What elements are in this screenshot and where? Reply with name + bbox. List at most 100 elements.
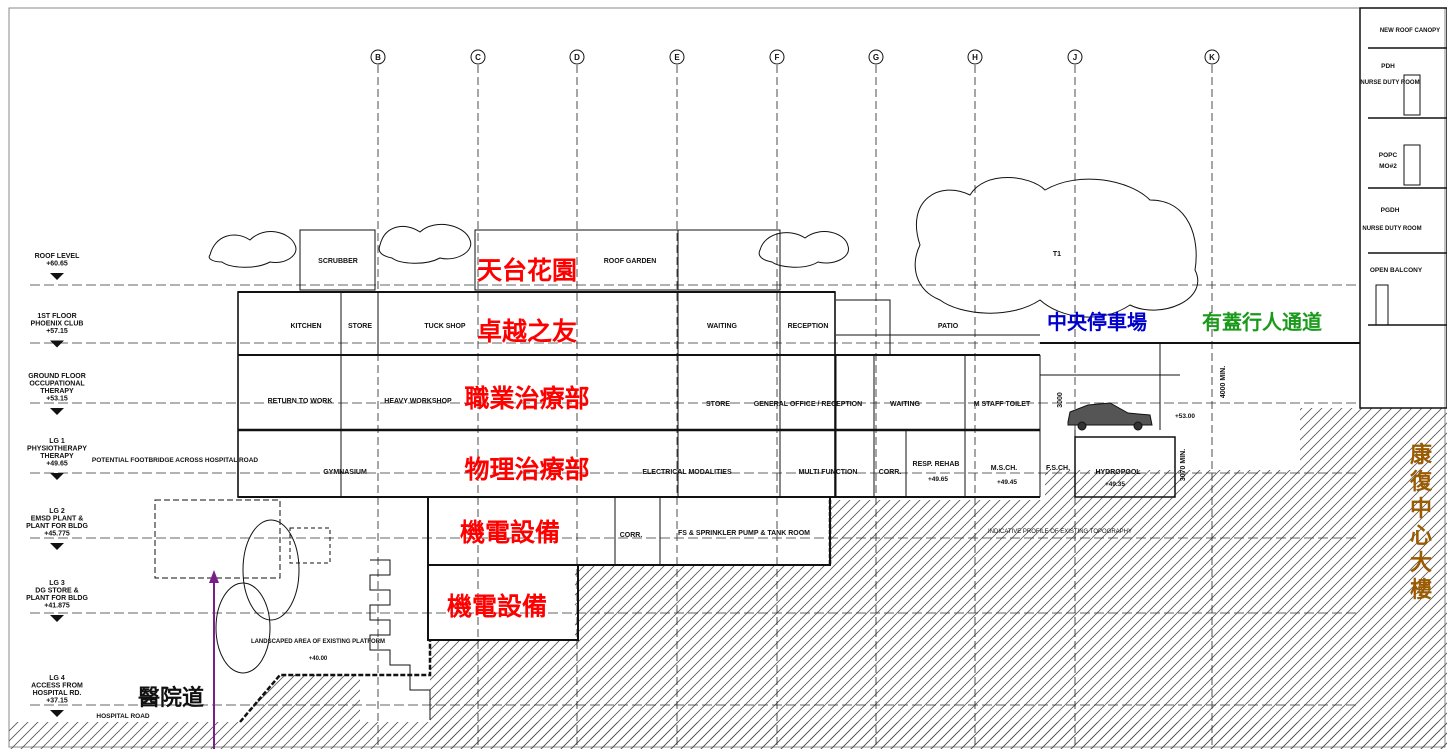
room-return-to-work: RETURN TO WORK — [268, 398, 333, 405]
grid-label: K — [1209, 53, 1215, 62]
room-scrubber: SCRUBBER — [318, 258, 358, 265]
room-store-1f: STORE — [348, 323, 372, 330]
level-label: 1ST FLOOR — [37, 313, 76, 320]
cn-covered-walkway: 有蓋行人通道 — [1202, 310, 1322, 334]
room-store-gf: STORE — [706, 401, 730, 408]
level-label: +49.65 — [46, 461, 68, 468]
grid-bubble — [967, 49, 983, 65]
level-marker-triangle — [50, 273, 64, 280]
room-gymnasium: GYMNASIUM — [323, 469, 367, 476]
landscaped-area-label: LANDSCAPED AREA OF EXISTING PLATFORM — [251, 639, 385, 645]
hospital-road-arrow — [209, 570, 219, 749]
room-patio: PATIO — [938, 323, 959, 330]
room-general-office: GENERAL OFFICE / RECEPTION — [754, 401, 862, 408]
level-label: THERAPY — [40, 388, 74, 395]
cn-rehab-block-char: 復 — [1409, 469, 1433, 495]
cn-rehab-block-char: 樓 — [1410, 577, 1432, 603]
level-label: PLANT FOR BLDG — [26, 595, 88, 602]
grid-label: F — [775, 53, 780, 62]
level-label: EMSD PLANT & — [31, 516, 84, 523]
room-staff-toilet: M STAFF TOILET — [974, 401, 1031, 408]
level-marker-triangle — [50, 615, 64, 622]
cn-rehab-block-char: 心 — [1410, 523, 1432, 549]
level-label: ACCESS FROM — [31, 683, 83, 690]
room-tuck-shop: TUCK SHOP — [424, 323, 466, 330]
grid-bubble — [1067, 49, 1083, 65]
cn-central-carpark: 中央停車場 — [1047, 310, 1147, 334]
cn-rehab-block-char: 大 — [1410, 550, 1432, 576]
room-corr-lg1: CORR. — [879, 469, 902, 476]
rb-mo2: MO#2 — [1379, 163, 1397, 170]
level-label: PLANT FOR BLDG — [26, 523, 88, 530]
building-section — [154, 7, 1447, 723]
level-marker-triangle — [50, 473, 64, 480]
level-4965: +49.65 — [928, 476, 948, 483]
grid-label: C — [475, 53, 481, 62]
level-marker-triangle — [50, 408, 64, 415]
cn-roof-garden: 天台花園 — [477, 256, 577, 285]
chinese-labels: 天台花園 卓越之友 職業治療部 物理治療部 機電設備 機電設備 中央停車場 有蓋… — [138, 256, 1433, 711]
cn-rehab-block-char: 康 — [1410, 442, 1433, 468]
level-label: OCCUPATIONAL — [29, 381, 85, 388]
topography-label: INDICATIVE PROFILE OF EXISTING TOPOGRAPH… — [988, 529, 1132, 535]
level-label: LG 2 — [49, 508, 65, 515]
grid-bubble — [868, 49, 884, 65]
room-electrical-modalities: ELECTRICAL MODALITIES — [642, 469, 732, 476]
rb-popc: POPC — [1379, 152, 1398, 159]
level-label: +53.15 — [46, 396, 68, 403]
grid-bubble — [370, 49, 386, 65]
grid-bubble — [669, 49, 685, 65]
grid-label: D — [574, 53, 580, 62]
right-block-labels: PDH NURSE DUTY ROOM POPC MO#2 PGDH NURSE… — [1360, 63, 1422, 274]
room-fsch: F.S.CH. — [1046, 465, 1070, 472]
dim-3000: 3000 — [1057, 392, 1064, 408]
cn-emsd-2: 機電設備 — [447, 592, 547, 621]
level-label: +41.875 — [44, 603, 70, 610]
room-labels: SCRUBBER ROOF GARDEN KITCHEN STORE TUCK … — [268, 258, 1142, 539]
grid-label: E — [674, 53, 680, 62]
level-4935: +49.35 — [1105, 481, 1125, 488]
roof-planting — [208, 224, 849, 268]
rb-nurse-duty-2: NURSE DUTY ROOM — [1362, 226, 1421, 232]
grid-bubble — [1204, 49, 1220, 65]
level-label: ROOF LEVEL — [35, 253, 80, 260]
room-corr-lg2: CORR. — [620, 532, 643, 539]
level-label: LG 3 — [49, 580, 65, 587]
level-5300: +53.00 — [1175, 413, 1195, 420]
room-kitchen: KITCHEN — [290, 323, 321, 330]
hospital-road-label: HOSPITAL ROAD — [96, 713, 150, 720]
level-marker-triangle — [50, 340, 64, 348]
level-label: +45.775 — [44, 531, 70, 538]
level-label: LG 4 — [49, 675, 65, 682]
level-label: PHOENIX CLUB — [31, 321, 84, 328]
cn-rehab-block-char: 中 — [1410, 496, 1432, 522]
cn-emsd-1: 機電設備 — [460, 518, 560, 547]
grid-label: B — [375, 53, 381, 62]
room-reception: RECEPTION — [788, 323, 829, 330]
rb-pgdh: PGDH — [1381, 207, 1400, 214]
rb-open-balcony: OPEN BALCONY — [1370, 267, 1423, 274]
annotations: T1 NEW ROOF CANOPY POTENTIAL FOOTBRIDGE … — [92, 28, 1440, 720]
level-marker-triangle — [50, 710, 64, 717]
level-label: +37.15 — [46, 698, 68, 705]
level-label: DG STORE & — [35, 588, 78, 595]
level-label: LG 1 — [49, 438, 65, 445]
grid-bubble — [769, 49, 785, 65]
room-msch: M.S.CH. — [991, 465, 1018, 472]
room-multi-function: MULTI FUNCTION — [799, 469, 858, 476]
ground-hatch — [9, 408, 1447, 749]
cn-physiotherapy: 物理治療部 — [464, 455, 589, 484]
cn-hospital-road: 醫院道 — [138, 685, 204, 711]
grid-bubble — [470, 49, 486, 65]
level-4945: +49.45 — [997, 479, 1017, 486]
rb-pdh: PDH — [1381, 63, 1395, 70]
grid-label: G — [873, 53, 879, 62]
level-label: THERAPY — [40, 453, 74, 460]
grid-bubble — [569, 49, 585, 65]
new-roof-canopy-label: NEW ROOF CANOPY — [1380, 28, 1440, 34]
room-hydropool: HYDROPOOL — [1095, 469, 1141, 476]
level-label: HOSPITAL RD. — [33, 690, 82, 697]
